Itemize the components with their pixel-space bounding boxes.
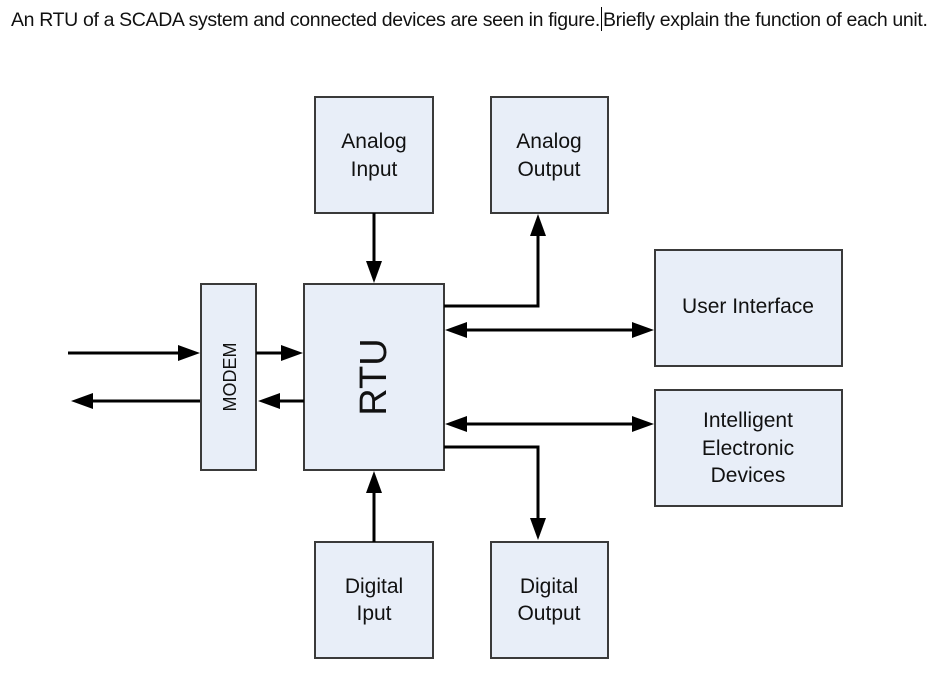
digital-input-block: Digital Iput	[314, 541, 434, 659]
analog-output-label-2: Output	[517, 158, 580, 181]
rtu-ied-arrow	[445, 416, 654, 432]
question-text[interactable]: An RTU of a SCADA system and connected d…	[11, 5, 936, 36]
ied-block: Intelligent Electronic Devices	[654, 389, 843, 507]
rtu-user-interface-arrow	[445, 322, 654, 338]
question-part-1: An RTU of a SCADA system and connected d…	[11, 9, 600, 31]
rtu-to-analog-output-arrow	[444, 214, 546, 308]
digital-output-block: Digital Output	[490, 541, 609, 659]
ied-label-3: Devices	[711, 464, 786, 487]
rtu-to-digital-output-arrow	[444, 445, 546, 540]
question-part-2: Briefly explain the function of each uni…	[602, 9, 928, 31]
rtu-label: RTU	[353, 338, 395, 415]
analog-input-to-rtu-arrow	[366, 213, 382, 283]
rtu-to-modem-arrow	[258, 393, 304, 409]
analog-input-label-1: Analog	[341, 130, 406, 153]
analog-input-block: Analog Input	[314, 96, 434, 214]
external-out-arrow	[71, 393, 200, 409]
digital-output-label-2: Output	[517, 602, 580, 625]
modem-label: MODEM	[220, 343, 240, 412]
digital-input-to-rtu-arrow	[366, 471, 382, 542]
ied-label-2: Electronic	[702, 437, 794, 460]
rtu-block: RTU	[303, 283, 445, 471]
modem-to-rtu-arrow	[256, 345, 303, 361]
analog-output-block: Analog Output	[490, 96, 609, 214]
user-interface-block: User Interface	[654, 249, 843, 367]
external-in-arrow	[68, 345, 200, 361]
analog-input-label-2: Input	[351, 158, 398, 181]
text-cursor	[600, 7, 602, 31]
digital-input-label-1: Digital	[345, 575, 403, 598]
digital-output-label-1: Digital	[520, 575, 578, 598]
user-interface-label: User Interface	[682, 295, 814, 318]
analog-output-label-1: Analog	[516, 130, 581, 153]
modem-block: MODEM	[200, 283, 257, 471]
digital-input-label-2: Iput	[356, 602, 391, 625]
ied-label-1: Intelligent	[703, 409, 793, 432]
